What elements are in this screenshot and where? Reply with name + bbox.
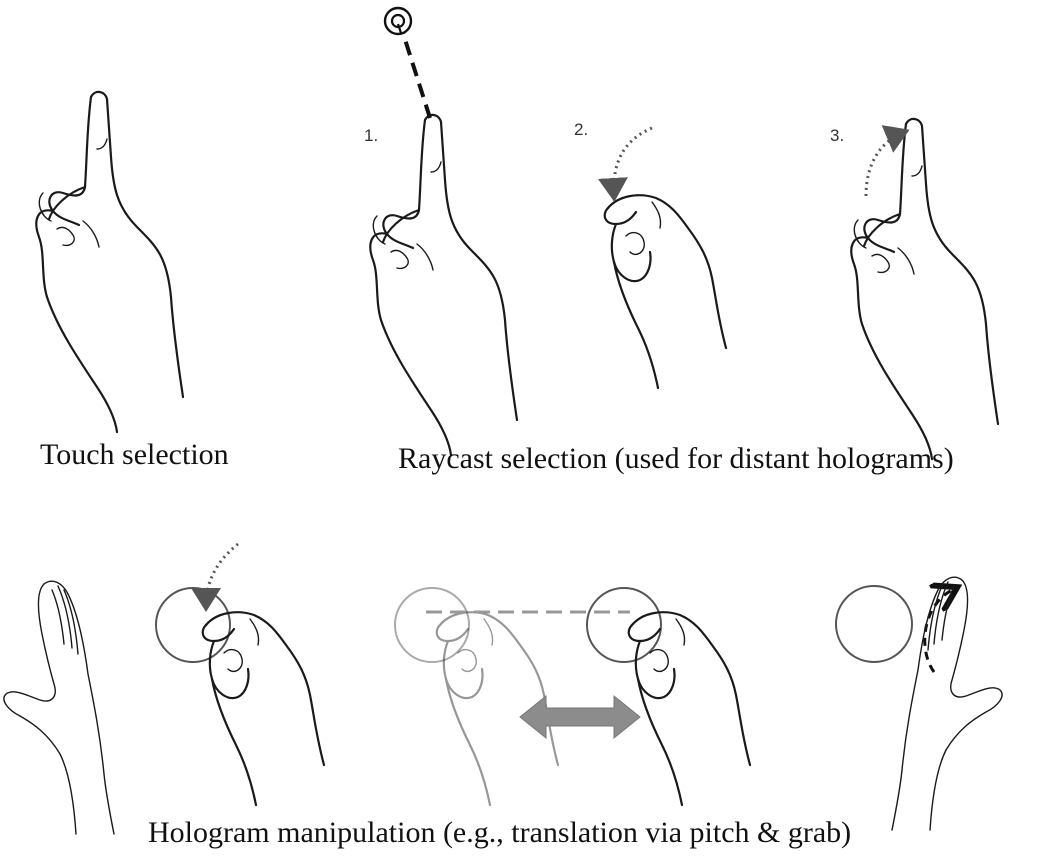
double-arrow-icon [520, 696, 640, 738]
touch-hand-illustration [36, 92, 183, 432]
hologram-circle-2 [587, 588, 661, 662]
caption-hologram-manipulation: Hologram manipulation (e.g., translation… [148, 818, 851, 848]
hologram-circle-3 [836, 586, 912, 662]
ray-dashed-line [402, 30, 430, 118]
raycast-step2-hand [605, 195, 726, 388]
caption-raycast-selection: Raycast selection (used for distant holo… [398, 444, 954, 474]
manip-pinch-hand-1 [203, 612, 324, 805]
manip-open-hand-left [4, 581, 114, 834]
raycast-step1-hand [370, 115, 517, 455]
manip-open-hand-right [892, 577, 1002, 830]
step-1-label: 1. [364, 126, 378, 146]
raycast-step3-hand [851, 119, 998, 459]
pinch-dotted-arrow [206, 544, 238, 606]
step-2-label: 2. [574, 120, 588, 140]
ray-target-icon [385, 8, 411, 34]
step2-dotted-arrow [614, 128, 652, 196]
step-3-label: 3. [830, 126, 844, 146]
hologram-circle-1 [156, 588, 230, 662]
step3-dotted-arrow [866, 132, 904, 196]
manip-pinch-hand-2 [629, 612, 750, 805]
hologram-circle-faded [395, 588, 469, 662]
caption-touch-selection: Touch selection [40, 440, 229, 470]
